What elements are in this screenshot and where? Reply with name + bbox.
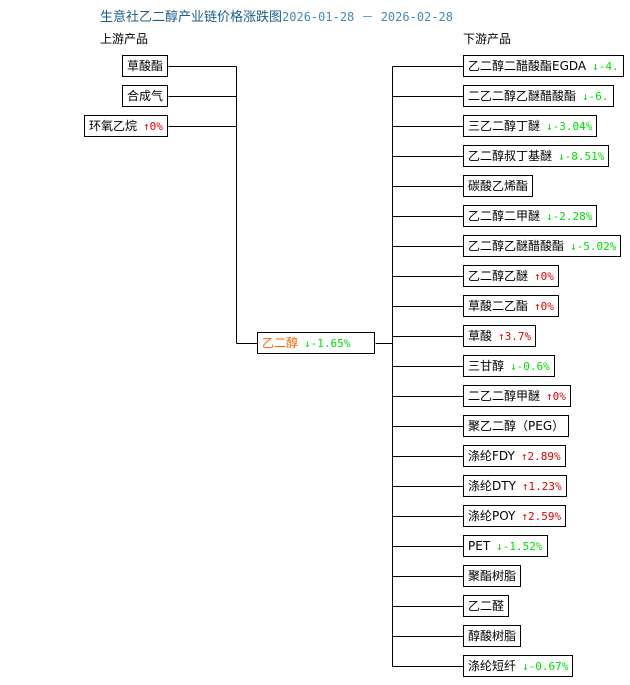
node-change-value: ↑3.7% xyxy=(498,329,532,343)
node-change-value: ↑0% xyxy=(143,119,163,133)
node-change-value: ↑1.23% xyxy=(521,479,562,493)
chart-date-range: 2026-01-28 － 2026-02-28 xyxy=(282,10,453,24)
node-label: 聚乙二醇（PEG） xyxy=(468,419,565,433)
downstream-node-21[interactable]: 涤纶短纤 ↓-0.67% xyxy=(463,655,574,677)
node-label: 涤纶POY xyxy=(468,509,516,523)
downstream-node-12[interactable]: 二乙二醇甲醚 ↑0% xyxy=(463,385,571,407)
downstream-node-19[interactable]: 乙二醛 xyxy=(463,595,510,617)
node-label: 醇酸树脂 xyxy=(468,629,517,643)
node-label: 二乙二醇乙醚醋酸酯 xyxy=(468,89,577,103)
node-label: 乙二醇乙醚醋酸酯 xyxy=(468,239,565,253)
node-label: 三乙二醇丁醚 xyxy=(468,119,541,133)
node-change-value: ↑0% xyxy=(534,299,554,313)
node-change-value: ↓-2.28% xyxy=(546,209,593,223)
downstream-node-13[interactable]: 聚乙二醇（PEG） xyxy=(463,415,570,437)
downstream-node-8[interactable]: 乙二醇乙醚 ↑0% xyxy=(463,265,559,287)
node-label: 草酸酯 xyxy=(127,59,164,73)
downstream-node-6[interactable]: 乙二醇二甲醚 ↓-2.28% xyxy=(463,205,598,227)
node-change-value: ↓-6. xyxy=(582,89,609,103)
downstream-node-1[interactable]: 乙二醇二醋酸酯EGDA ↓-4. xyxy=(463,55,624,77)
downstream-node-10[interactable]: 草酸 ↑3.7% xyxy=(463,325,537,347)
upstream-node-2[interactable]: 合成气 xyxy=(122,85,169,107)
node-label: PET xyxy=(468,539,491,553)
node-label: 涤纶DTY xyxy=(468,479,516,493)
node-change-value: ↓-0.67% xyxy=(522,659,569,673)
node-label: 碳酸乙烯酯 xyxy=(468,179,529,193)
downstream-node-15[interactable]: 涤纶DTY ↑1.23% xyxy=(463,475,567,497)
downstream-node-2[interactable]: 二乙二醇乙醚醋酸酯 ↓-6. xyxy=(463,85,614,107)
node-change-value: ↑2.89% xyxy=(520,449,561,463)
node-label: 乙二醇叔丁基醚 xyxy=(468,149,553,163)
center-node-ethylene-glycol[interactable]: 乙二醇 ↓-1.65% xyxy=(257,332,375,354)
node-change-value: ↓-5.02% xyxy=(570,239,617,253)
node-label: 环氧乙烷 xyxy=(89,119,138,133)
node-change-value: ↑0% xyxy=(534,269,554,283)
downstream-node-5[interactable]: 碳酸乙烯酯 xyxy=(463,175,534,197)
upstream-heading: 上游产品 xyxy=(100,32,149,46)
node-label: 合成气 xyxy=(127,89,164,103)
node-label: 乙二醇二甲醚 xyxy=(468,209,541,223)
node-change-value: ↓-4. xyxy=(592,59,619,73)
downstream-node-11[interactable]: 三甘醇 ↓-0.6% xyxy=(463,355,555,377)
node-label: 乙二醇乙醚 xyxy=(468,269,529,283)
chart-title-text: 生意社乙二醇产业链价格涨跌图 xyxy=(100,10,283,25)
node-label: 聚酯树脂 xyxy=(468,569,517,583)
upstream-node-3[interactable]: 环氧乙烷 ↑0% xyxy=(84,115,168,137)
downstream-node-9[interactable]: 草酸二乙酯 ↑0% xyxy=(463,295,559,317)
node-label: 草酸 xyxy=(468,329,493,343)
node-label: 三甘醇 xyxy=(468,359,505,373)
node-label: 二乙二醇甲醚 xyxy=(468,389,541,403)
chart-title: 生意社乙二醇产业链价格涨跌图2026-01-28 － 2026-02-28 xyxy=(100,6,453,25)
node-label: 乙二醛 xyxy=(468,599,505,613)
downstream-node-3[interactable]: 三乙二醇丁醚 ↓-3.04% xyxy=(463,115,598,137)
downstream-node-7[interactable]: 乙二醇乙醚醋酸酯 ↓-5.02% xyxy=(463,235,622,257)
node-change-value: ↓-3.04% xyxy=(546,119,593,133)
downstream-node-17[interactable]: PET ↓-1.52% xyxy=(463,535,548,557)
node-change-value: ↑2.59% xyxy=(521,509,562,523)
downstream-node-4[interactable]: 乙二醇叔丁基醚 ↓-8.51% xyxy=(463,145,610,167)
node-label: 草酸二乙酯 xyxy=(468,299,529,313)
downstream-node-14[interactable]: 涤纶FDY ↑2.89% xyxy=(463,445,566,467)
node-change-value: ↓-0.6% xyxy=(510,359,550,373)
node-label: 乙二醇二醋酸酯EGDA xyxy=(468,59,587,73)
node-change-value: ↑0% xyxy=(546,389,566,403)
node-label: 涤纶短纤 xyxy=(468,659,517,673)
node-label: 涤纶FDY xyxy=(468,449,515,463)
downstream-node-20[interactable]: 醇酸树脂 xyxy=(463,625,522,647)
downstream-node-18[interactable]: 聚酯树脂 xyxy=(463,565,522,587)
upstream-node-1[interactable]: 草酸酯 xyxy=(122,55,169,77)
center-node-label: 乙二醇 xyxy=(262,336,299,350)
downstream-heading: 下游产品 xyxy=(463,32,512,46)
downstream-node-16[interactable]: 涤纶POY ↑2.59% xyxy=(463,505,567,527)
center-node-change: ↓-1.65% xyxy=(304,336,351,350)
node-change-value: ↓-1.52% xyxy=(496,539,543,553)
node-change-value: ↓-8.51% xyxy=(558,149,605,163)
